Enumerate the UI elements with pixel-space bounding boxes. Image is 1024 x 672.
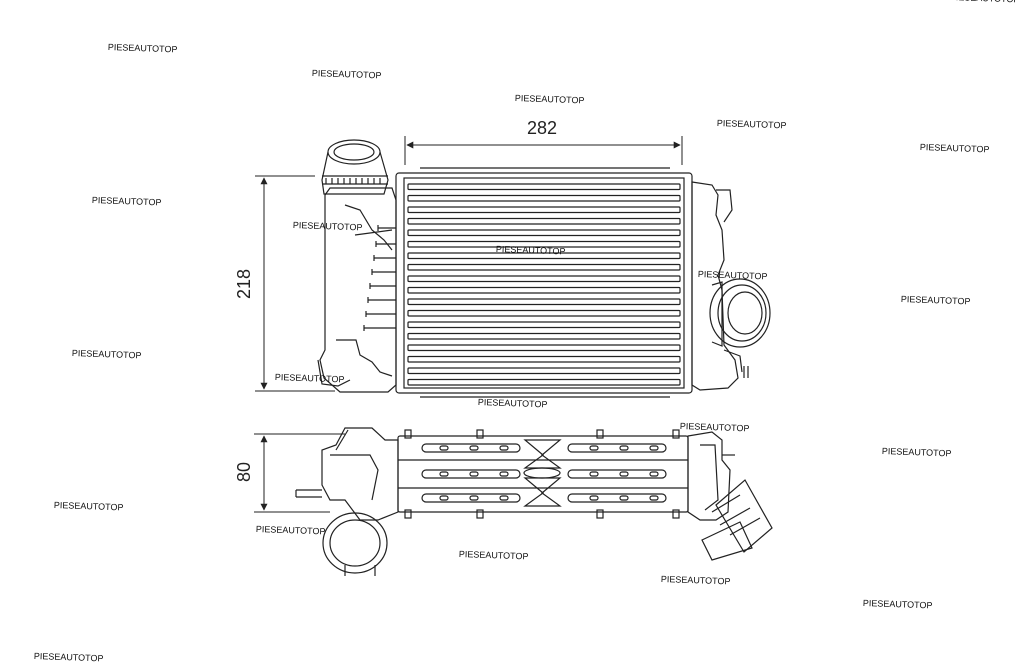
core-frame — [395, 172, 693, 394]
depth-dimension — [254, 433, 345, 513]
depth-dimension-label: 80 — [234, 462, 254, 482]
top-view — [295, 427, 773, 576]
right-end-tank — [691, 181, 739, 391]
height-dimension — [255, 175, 335, 392]
top-view-slots — [404, 429, 680, 519]
width-dimension-label: 282 — [527, 118, 557, 138]
top-right-outlet — [701, 479, 773, 561]
cooling-fins — [407, 183, 681, 386]
top-left-tank — [321, 427, 399, 521]
left-inlet-neck — [321, 139, 389, 195]
front-view — [317, 139, 771, 398]
left-tank-ribs — [363, 225, 396, 331]
right-outlet-port — [709, 278, 771, 348]
width-dimension — [404, 136, 683, 165]
top-core — [397, 435, 689, 513]
top-right-tank — [687, 431, 731, 521]
height-dimension-label: 218 — [234, 269, 254, 299]
left-end-tank — [319, 187, 397, 393]
top-left-inlet — [322, 512, 388, 574]
core-inner — [403, 177, 685, 389]
